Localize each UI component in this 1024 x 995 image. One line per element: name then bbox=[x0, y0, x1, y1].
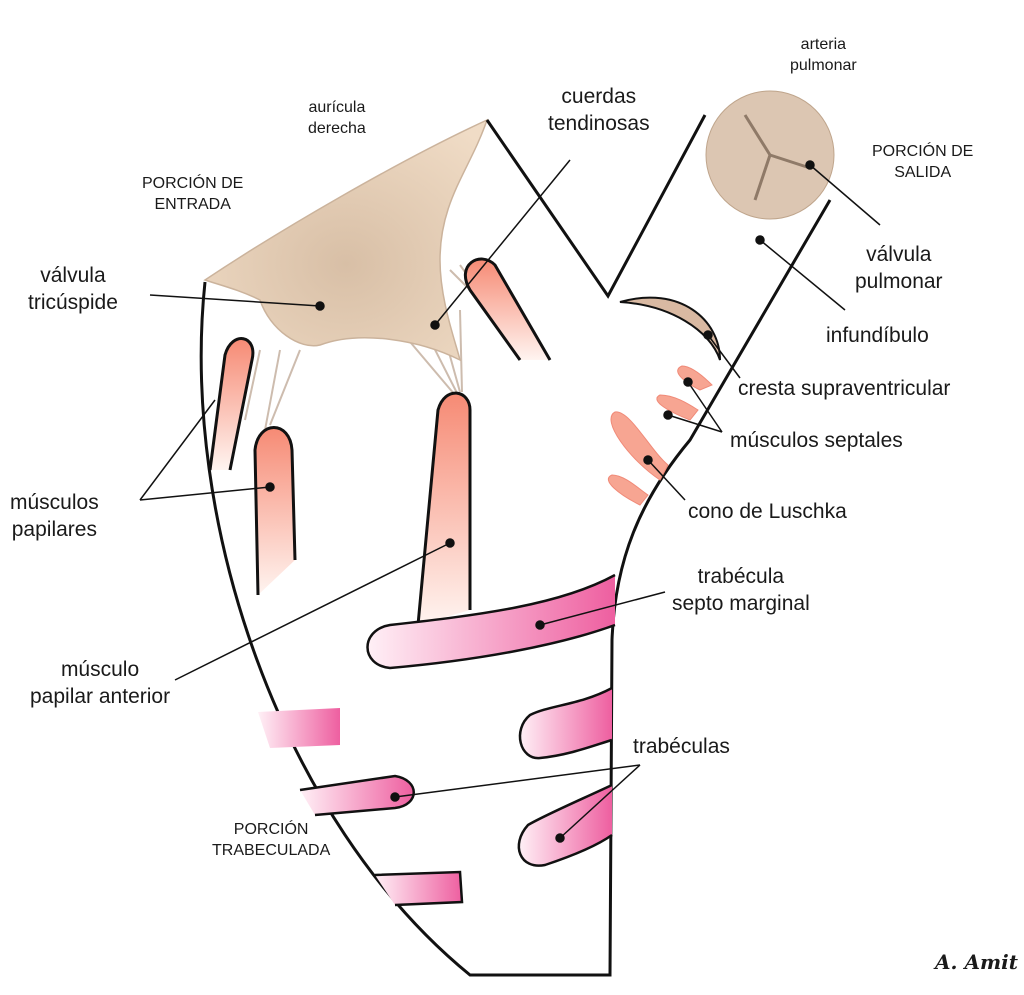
label-cono-luschka: cono de Luschka bbox=[688, 500, 847, 523]
crista-supraventricularis bbox=[619, 296, 721, 361]
tricuspid-valve bbox=[203, 118, 489, 362]
label-infundibulo: infundíbulo bbox=[826, 324, 929, 347]
label-musculos-septales: músculos septales bbox=[730, 429, 903, 452]
trabeculae bbox=[258, 573, 616, 907]
papillary-muscles bbox=[208, 257, 552, 626]
label-cresta-supraventricular: cresta supraventricular bbox=[738, 377, 951, 400]
label-trabeculas: trabéculas bbox=[633, 735, 730, 758]
septal-muscles bbox=[608, 365, 713, 506]
pulmonary-valve bbox=[705, 90, 835, 220]
leader-lines bbox=[139, 159, 881, 843]
artist-signature: A. Amit bbox=[935, 950, 1018, 974]
